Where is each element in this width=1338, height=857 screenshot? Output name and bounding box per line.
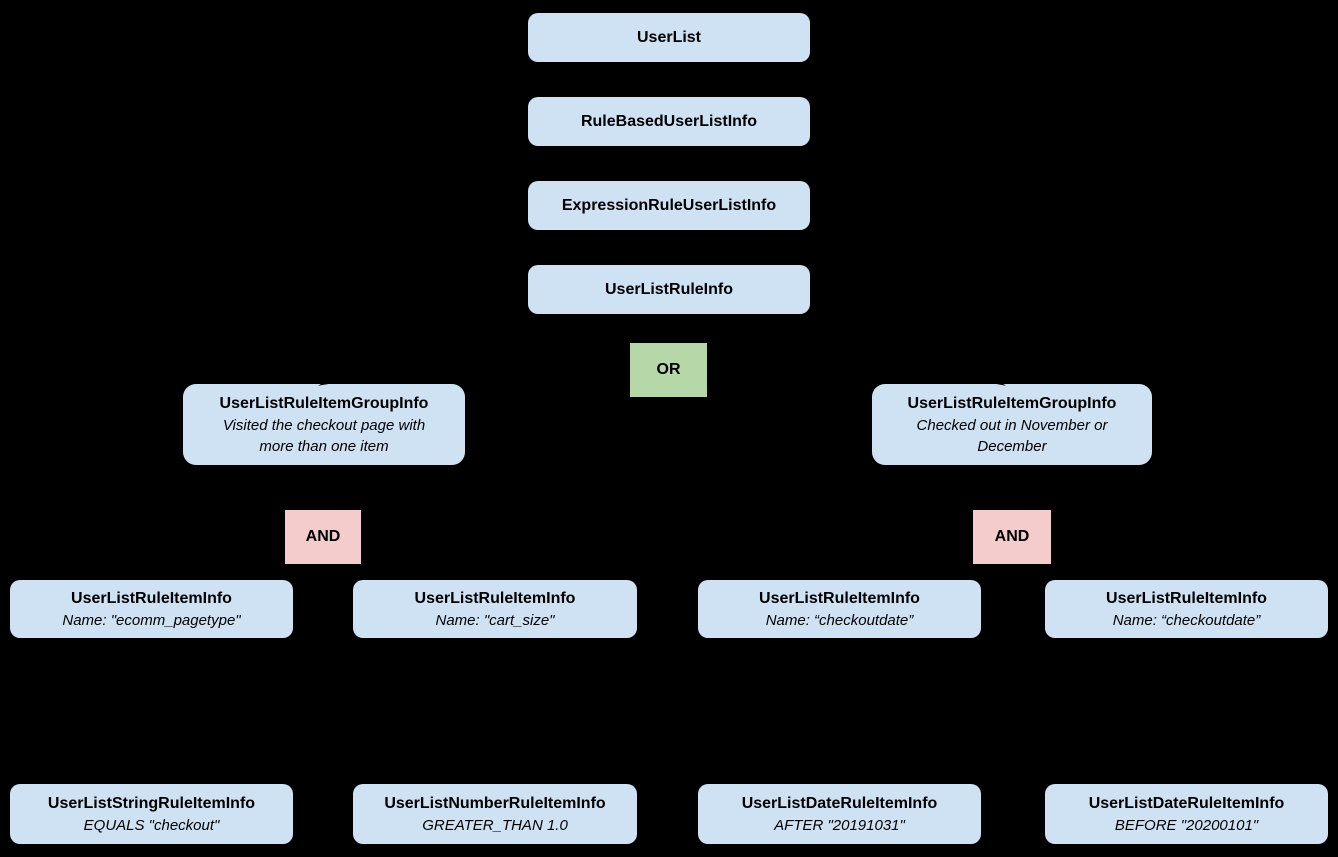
rule-item-node: UserListRuleItemInfo Name: “checkoutdate… xyxy=(1045,580,1328,638)
node-label: UserListDateRuleItemInfo xyxy=(1088,794,1285,812)
node-label: UserListRuleItemInfo xyxy=(1106,589,1267,607)
node-userlistruleinfo: UserListRuleInfo xyxy=(528,265,810,314)
node-subtitle: AFTER "20191031" xyxy=(774,816,905,834)
node-description-line: December xyxy=(977,437,1047,455)
date-rule-item-node: UserListDateRuleItemInfo BEFORE "2020010… xyxy=(1045,784,1328,844)
node-label: UserListRuleInfo xyxy=(604,280,733,298)
node-label: UserListRuleItemGroupInfo xyxy=(219,394,429,412)
or-label: OR xyxy=(656,361,681,378)
node-expressionruleuserlistinfo: ExpressionRuleUserListInfo xyxy=(528,181,810,230)
node-subtitle: Name: “checkoutdate” xyxy=(1112,611,1261,629)
group-node-checkout-page: UserListRuleItemGroupInfo Visited the ch… xyxy=(183,384,465,465)
node-label: UserListDateRuleItemInfo xyxy=(741,794,938,812)
node-subtitle: GREATER_THAN 1.0 xyxy=(422,816,568,834)
node-description-line: Visited the checkout page with xyxy=(222,416,426,434)
and-label: AND xyxy=(305,528,341,545)
and-label: AND xyxy=(994,528,1030,545)
node-label: UserListRuleItemGroupInfo xyxy=(907,394,1117,412)
node-label: ExpressionRuleUserListInfo xyxy=(561,196,777,214)
and-operator-node-right: AND xyxy=(973,510,1051,564)
string-rule-item-node: UserListStringRuleItemInfo EQUALS "check… xyxy=(10,784,293,844)
node-label: UserList xyxy=(636,28,702,46)
node-description-line: Checked out in November or xyxy=(916,416,1108,434)
node-subtitle: Name: “checkoutdate” xyxy=(765,611,914,629)
node-rulebaseduserlistinfo: RuleBasedUserListInfo xyxy=(528,97,810,146)
node-label: UserListNumberRuleItemInfo xyxy=(384,794,606,812)
rule-item-node: UserListRuleItemInfo Name: “checkoutdate… xyxy=(698,580,981,638)
date-rule-item-node: UserListDateRuleItemInfo AFTER "20191031… xyxy=(698,784,981,844)
node-subtitle: Name: "cart_size" xyxy=(435,611,555,629)
node-description-line: more than one item xyxy=(259,437,389,455)
node-label: RuleBasedUserListInfo xyxy=(580,112,758,130)
or-operator-node: OR xyxy=(630,343,707,397)
node-label: UserListRuleItemInfo xyxy=(71,589,232,607)
node-userlist: UserList xyxy=(528,13,810,62)
node-subtitle: EQUALS "checkout" xyxy=(83,816,220,834)
group-node-checked-out-dates: UserListRuleItemGroupInfo Checked out in… xyxy=(872,384,1152,465)
node-label: UserListRuleItemInfo xyxy=(759,589,920,607)
and-operator-node-left: AND xyxy=(285,510,361,564)
rule-item-node: UserListRuleItemInfo Name: "cart_size" xyxy=(353,580,637,638)
rule-item-node: UserListRuleItemInfo Name: "ecomm_pagety… xyxy=(10,580,293,638)
number-rule-item-node: UserListNumberRuleItemInfo GREATER_THAN … xyxy=(353,784,637,844)
node-subtitle: Name: "ecomm_pagetype" xyxy=(62,611,241,629)
node-label: UserListRuleItemInfo xyxy=(414,589,576,607)
node-label: UserListStringRuleItemInfo xyxy=(47,794,256,812)
node-subtitle: BEFORE "20200101" xyxy=(1114,816,1259,834)
